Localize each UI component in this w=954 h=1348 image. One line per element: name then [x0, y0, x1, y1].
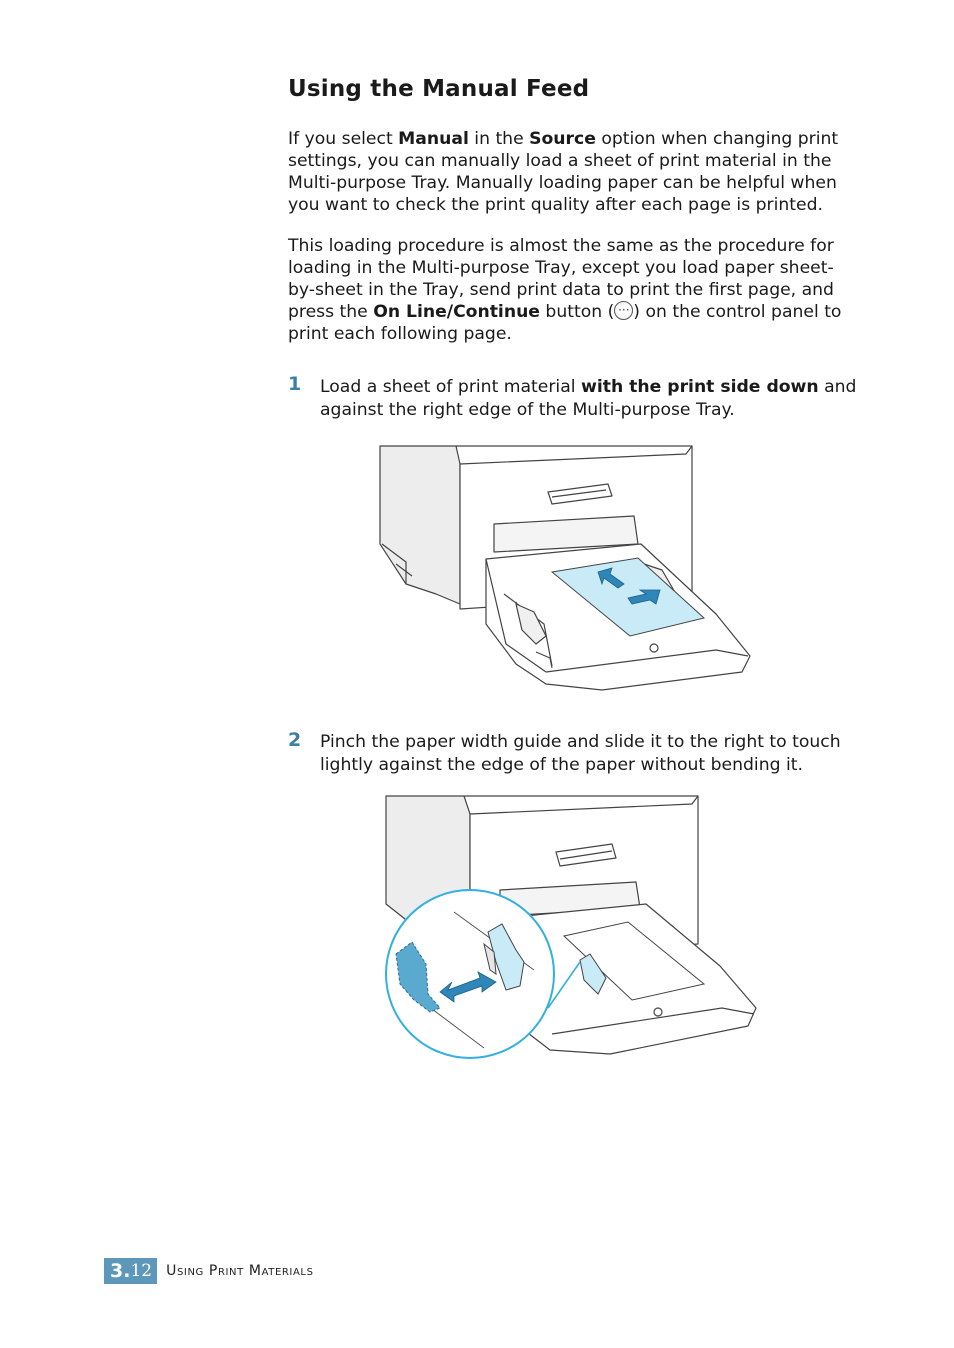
step-1-text: Load a sheet of print material with the …: [320, 376, 860, 422]
load-paper-illustration: [379, 445, 751, 691]
online-continue-button-icon: [614, 299, 634, 321]
procedure-bold-button: On Line/Continue: [373, 302, 540, 322]
page-number: 12: [130, 1261, 153, 1281]
procedure-paragraph: This loading procedure is almost the sam…: [288, 235, 858, 345]
procedure-text-1: This loading procedure is almost the sam…: [288, 236, 834, 322]
width-guide-illustration: [385, 795, 757, 1059]
running-head: Using Print Materials: [166, 1263, 314, 1279]
chapter-number: 3.: [110, 1260, 131, 1282]
step-1-text-2: and against the right edge of the Multi-…: [320, 377, 857, 420]
intro-bold-source: Source: [529, 129, 596, 149]
step-1-number: 1: [288, 373, 302, 395]
step-1-bold: with the print side down: [580, 377, 819, 397]
step-2-number: 2: [288, 729, 302, 751]
section-title: Using the Manual Feed: [288, 76, 590, 102]
intro-text-3: option when changing print settings, you…: [288, 129, 839, 215]
step-1-text-1: Load a sheet of print material: [320, 377, 581, 397]
procedure-text-2: button (: [539, 302, 615, 322]
intro-text-2: in the: [468, 129, 530, 149]
intro-text-1: If you select: [288, 129, 399, 149]
procedure-text-3: ) on the control panel to print each fol…: [288, 302, 842, 344]
step-2-text-1: Pinch the paper width guide and slide it…: [320, 732, 841, 775]
page-number-badge: 3.12: [104, 1258, 158, 1284]
step-2-text: Pinch the paper width guide and slide it…: [320, 731, 860, 777]
intro-bold-manual: Manual: [398, 129, 469, 149]
page-footer: 3.12 Using Print Materials: [104, 1258, 314, 1284]
intro-paragraph: If you select Manual in the Source optio…: [288, 128, 858, 216]
